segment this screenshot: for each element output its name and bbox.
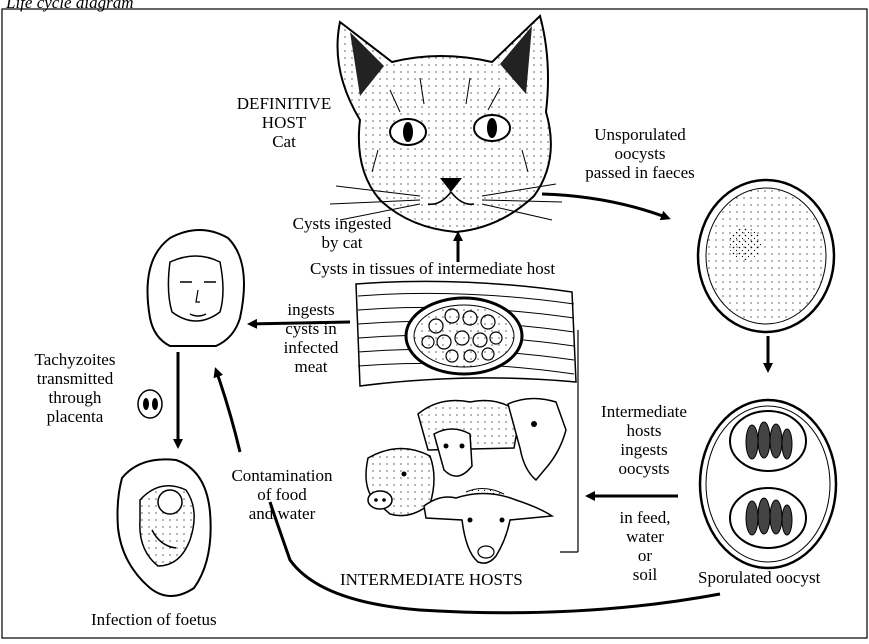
unsporulated-line3: passed in faeces xyxy=(560,163,720,182)
intermediate-ingests-line1: Intermediate xyxy=(584,402,704,421)
arrow-cat-to-oocyst xyxy=(542,194,668,218)
ingests-cysts-line4: meat xyxy=(256,357,366,376)
unsporulated-line1: Unsporulated xyxy=(560,125,720,144)
intermediate-ingests-line2: hosts xyxy=(584,421,704,440)
ingests-cysts-line2: cysts in xyxy=(256,319,366,338)
in-feed-line3: or xyxy=(600,546,690,565)
tachyzoites-line1: Tachyzoites xyxy=(20,350,130,369)
contamination-label: Contamination of food and water xyxy=(202,466,362,523)
cysts-ingested-line1: Cysts ingested xyxy=(272,214,412,233)
in-feed-line2: water xyxy=(600,527,690,546)
definitive-host-line1: DEFINITIVE xyxy=(214,94,354,113)
heading-fragment: Life cycle diagram xyxy=(6,0,133,12)
definitive-host-line2: HOST xyxy=(214,113,354,132)
ingests-cysts-line3: infected xyxy=(256,338,366,357)
woman-illustration xyxy=(148,230,245,346)
ingests-cysts-label: ingests cysts in infected meat xyxy=(256,300,366,376)
muscle-tissue-cyst xyxy=(356,281,576,386)
in-feed-label: in feed, water or soil xyxy=(600,508,690,584)
unsporulated-oocyst xyxy=(698,180,834,332)
definitive-host-label: DEFINITIVE HOST Cat xyxy=(214,94,354,151)
in-feed-line1: in feed, xyxy=(600,508,690,527)
contamination-line3: and water xyxy=(202,504,362,523)
sporulated-oocyst xyxy=(700,400,836,568)
intermediate-ingests-line3: ingests xyxy=(584,440,704,459)
foetus-illustration xyxy=(118,459,211,596)
tachyzoites-icon xyxy=(138,390,162,418)
ingests-cysts-line1: ingests xyxy=(256,300,366,319)
tachyzoites-line2: transmitted xyxy=(20,369,130,388)
arrow-contamination-to-woman xyxy=(216,370,240,452)
unsporulated-line2: oocysts xyxy=(560,144,720,163)
cysts-ingested-label: Cysts ingested by cat xyxy=(272,214,412,252)
in-feed-line4: soil xyxy=(600,565,690,584)
intermediate-ingests-line4: oocysts xyxy=(584,459,704,478)
intermediate-ingests-label: Intermediate hosts ingests oocysts xyxy=(584,402,704,478)
tachyzoites-label: Tachyzoites transmitted through placenta xyxy=(20,350,130,426)
infection-of-foetus-label: Infection of foetus xyxy=(91,610,217,629)
cysts-ingested-line2: by cat xyxy=(272,233,412,252)
tachyzoites-line3: through xyxy=(20,388,130,407)
cat-illustration xyxy=(330,16,562,232)
definitive-host-line3: Cat xyxy=(214,132,354,151)
intermediate-hosts-label: INTERMEDIATE HOSTS xyxy=(340,570,523,589)
tachyzoites-line4: placenta xyxy=(20,407,130,426)
unsporulated-label: Unsporulated oocysts passed in faeces xyxy=(560,125,720,182)
contamination-line1: Contamination xyxy=(202,466,362,485)
contamination-line2: of food xyxy=(202,485,362,504)
cysts-in-tissues-label: Cysts in tissues of intermediate host xyxy=(310,259,555,278)
sporulated-oocyst-label: Sporulated oocyst xyxy=(698,568,820,587)
intermediate-host-animals xyxy=(366,398,566,563)
